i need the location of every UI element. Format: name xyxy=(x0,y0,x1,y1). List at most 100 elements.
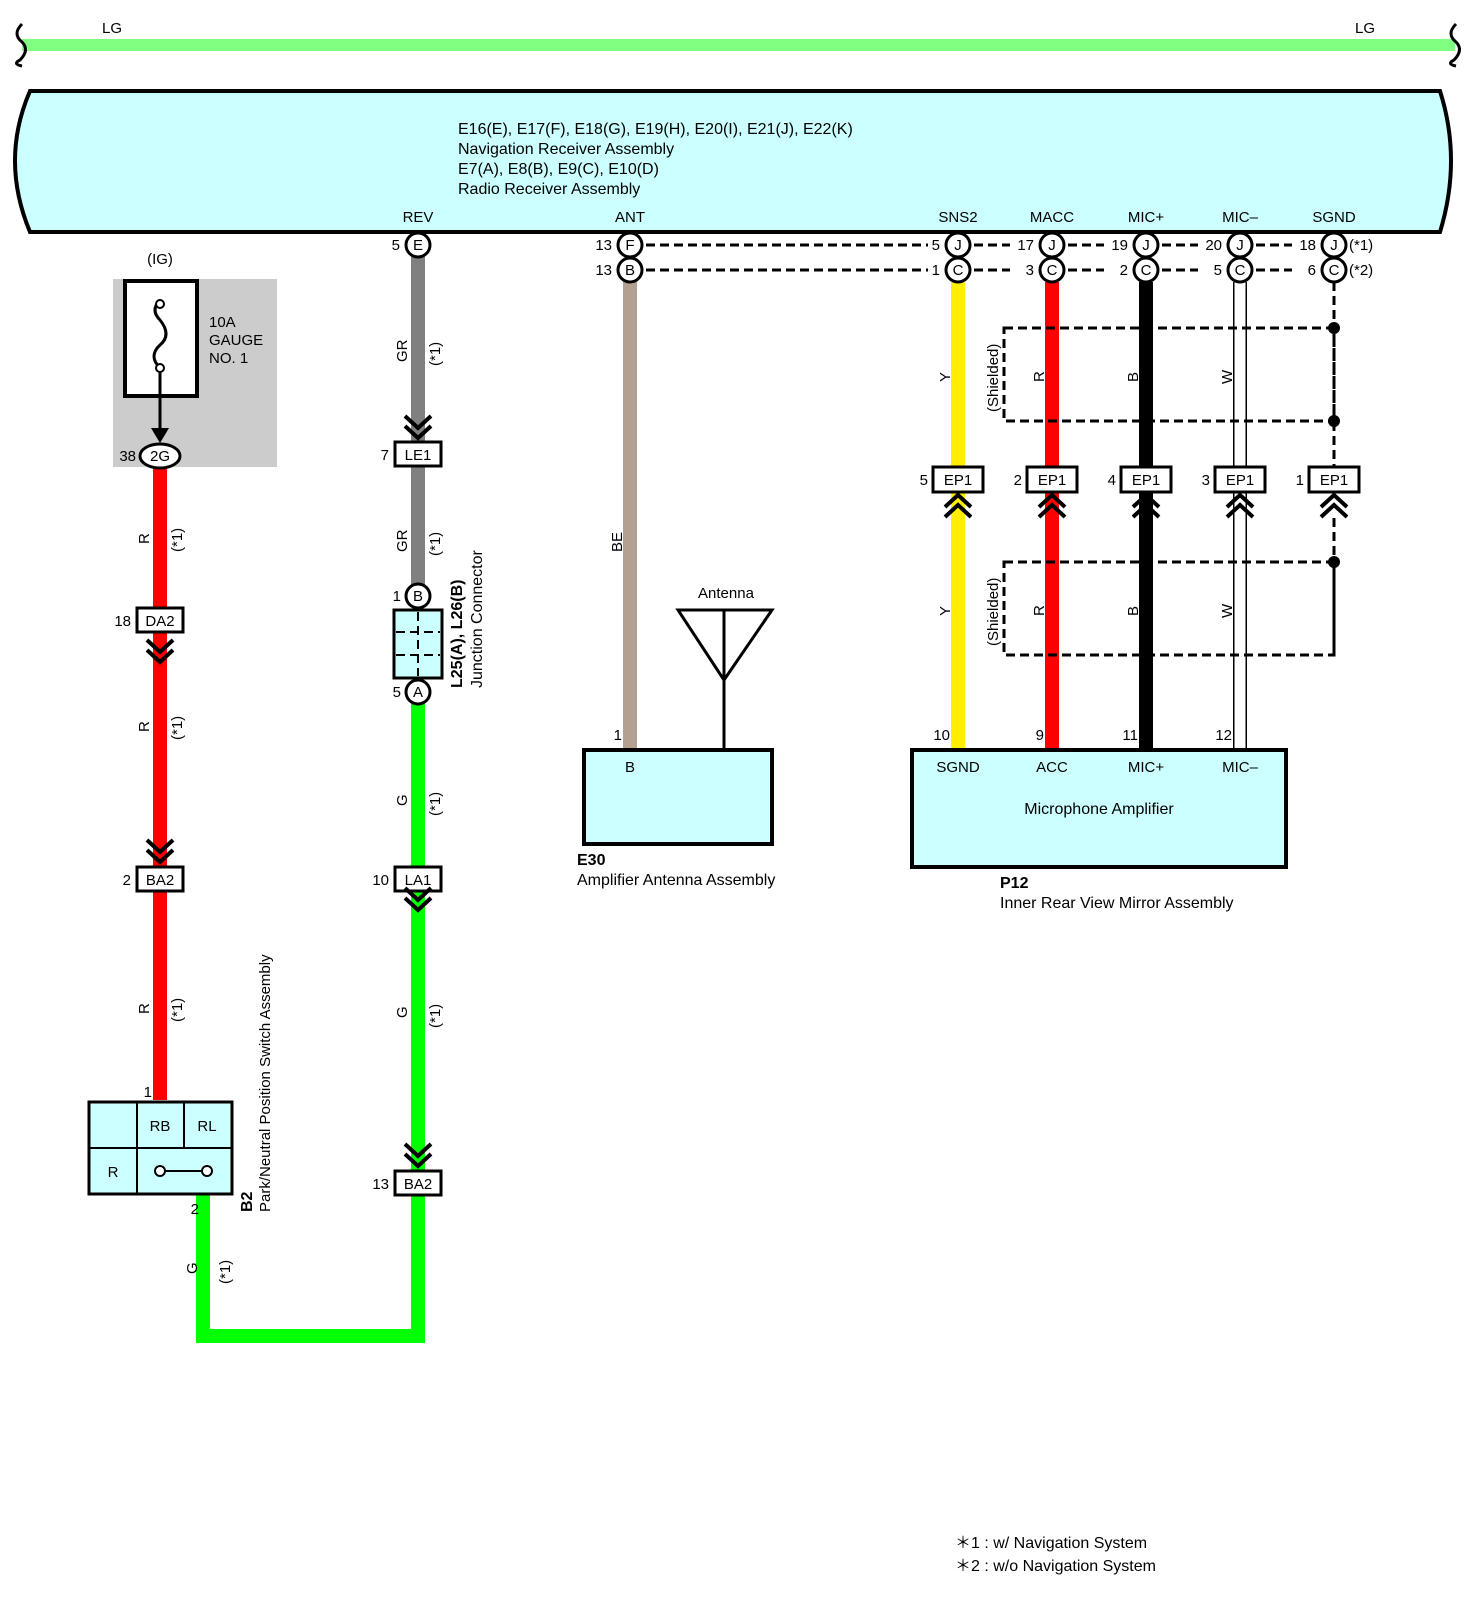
navigation-receiver-assembly: E16(E), E17(F), E18(G), E19(H), E20(I), … xyxy=(13,89,1453,234)
rev-column-connectors: LE1 7 LA1 10 BA2 13 xyxy=(372,414,443,1197)
terminal-mic-minus: MIC– xyxy=(1222,209,1258,226)
sgnd-conn-row1: J xyxy=(1330,237,1338,254)
shielded-boxes xyxy=(1002,322,1340,657)
wire-label-b-2: B xyxy=(1125,606,1142,616)
ba2-right-conn: BA2 xyxy=(404,1176,432,1193)
lg-right-label: LG xyxy=(1355,20,1375,37)
left-column-connectors: DA2 18 BA2 2 xyxy=(114,606,185,893)
main-unit-line-4: Radio Receiver Assembly xyxy=(458,181,640,198)
junction-bottom-pin: 5 xyxy=(393,684,401,701)
sgnd-pin-row1: 18 xyxy=(1299,237,1316,254)
wire-label-gr-1: GR xyxy=(394,339,411,362)
mic-amp-title: Microphone Amplifier xyxy=(1024,801,1174,818)
main-unit-line-3: E7(A), E8(B), E9(C), E10(D) xyxy=(458,161,659,178)
arrow-down-icon xyxy=(151,428,169,443)
macc-conn-row1: J xyxy=(1048,237,1056,254)
switch-rl: RL xyxy=(197,1118,216,1135)
wire-label-g-3: G xyxy=(184,1262,201,1274)
micm-conn-row1: J xyxy=(1236,237,1244,254)
ep1-connectors: EP1 5 EP1 2 EP1 4 EP1 3 EP1 1 xyxy=(920,465,1361,519)
la1-conn: LA1 xyxy=(405,872,432,889)
ep1-micm: EP1 xyxy=(1226,472,1254,489)
lg-left-label: LG xyxy=(102,20,122,37)
connector-row-2: B 13 C 1 C 3 C 2 C 5 C 6 (*2) xyxy=(595,256,1373,284)
terminal-macc: MACC xyxy=(1030,209,1074,226)
fuse-block: (IG) 10A GAUGE NO. 1 2G 38 xyxy=(113,251,277,470)
footnote-1: ＊1 : w/ Navigation System xyxy=(955,1535,1147,1552)
wire-label-r-4: R xyxy=(1031,371,1048,382)
wire-label-g-2: G xyxy=(394,1006,411,1018)
ep1-sgnd-pin: 1 xyxy=(1296,472,1304,489)
micp-conn-row1: J xyxy=(1142,237,1150,254)
wires xyxy=(153,255,1336,1343)
ep1-micp: EP1 xyxy=(1132,472,1160,489)
fuse-conn: 2G xyxy=(150,448,170,465)
junction-bottom-conn: A xyxy=(413,684,423,701)
le1-conn: LE1 xyxy=(405,447,432,464)
connector-row-links xyxy=(646,243,1292,272)
mic-amp-pin-micp: 11 xyxy=(1122,727,1138,744)
footnote-2: ＊2 : w/o Navigation System xyxy=(955,1558,1156,1575)
sns2-conn-row1: J xyxy=(954,237,962,254)
antenna-name: Amplifier Antenna Assembly xyxy=(577,872,775,889)
antenna-label: Antenna xyxy=(698,585,755,602)
row2-note: (*2) xyxy=(1349,262,1373,279)
mic-amp-pin-acc: 9 xyxy=(1036,727,1044,744)
ba2-right-pin: 13 xyxy=(372,1176,389,1193)
la1-pin: 10 xyxy=(372,872,389,889)
antenna-terminal: B xyxy=(625,759,635,776)
ba2-left-pin: 2 xyxy=(123,872,131,889)
wire-note-g-3: (*1) xyxy=(217,1260,234,1284)
wire-label-w-1: W xyxy=(1219,369,1236,384)
wire-note-r-3: (*1) xyxy=(169,998,186,1022)
ep1-micp-pin: 4 xyxy=(1108,472,1116,489)
ep1-sgnd: EP1 xyxy=(1320,472,1348,489)
mirror-name: Inner Rear View Mirror Assembly xyxy=(1000,895,1234,912)
ep1-sns2: EP1 xyxy=(944,472,972,489)
wire-note-r-1: (*1) xyxy=(169,528,186,552)
sns2-conn-row2: C xyxy=(953,262,964,279)
sgnd-pin-row2: 6 xyxy=(1308,262,1316,279)
junction-top-pin: 1 xyxy=(393,588,401,605)
ba2-left-conn: BA2 xyxy=(146,872,174,889)
switch-rb: RB xyxy=(150,1118,171,1135)
wire-label-y-2: Y xyxy=(937,606,954,616)
da2-conn: DA2 xyxy=(145,613,174,630)
wire-note-g-2: (*1) xyxy=(427,1004,444,1028)
wire-labels: R (*1) R (*1) R (*1) GR (*1) GR (*1) G (… xyxy=(136,339,1236,1284)
fuse-rating: 10A xyxy=(209,314,236,331)
terminal-sgnd: SGND xyxy=(1312,209,1356,226)
micm-pin-row1: 20 xyxy=(1205,237,1222,254)
wire-label-r-2: R xyxy=(136,721,153,732)
footnotes: ＊1 : w/ Navigation System ＊2 : w/o Navig… xyxy=(955,1535,1156,1575)
ant-pin-row1: 13 xyxy=(595,237,612,254)
wire-note-gr-1: (*1) xyxy=(427,342,444,366)
junction-name: Junction Connector xyxy=(469,549,486,688)
mic-amp-terminal-micp: MIC+ xyxy=(1128,759,1164,776)
wire-note-gr-2: (*1) xyxy=(427,532,444,556)
mic-amp-pin-sgnd: 10 xyxy=(933,727,950,744)
le1-pin: 7 xyxy=(381,447,389,464)
rev-conn: E xyxy=(413,237,423,254)
antenna-icon xyxy=(675,608,775,683)
rev-pin: 5 xyxy=(392,237,400,254)
ep1-sns2-pin: 5 xyxy=(920,472,928,489)
fuse-supply-label: (IG) xyxy=(147,251,173,268)
row1-note: (*1) xyxy=(1349,237,1373,254)
sgnd-conn-row2: C xyxy=(1329,262,1340,279)
mic-amp-terminal-sgnd: SGND xyxy=(936,759,980,776)
shielded-label-2: (Shielded) xyxy=(985,578,1002,646)
macc-pin-row2: 3 xyxy=(1026,262,1034,279)
connector-row-1: E 5 F 13 J 5 J 17 J 19 J 20 J 18 (*1) xyxy=(392,231,1373,259)
junction-top-conn: B xyxy=(413,588,423,605)
main-unit-line-2: Navigation Receiver Assembly xyxy=(458,141,674,158)
macc-pin-row1: 17 xyxy=(1017,237,1034,254)
microphone-amplifier: SGND ACC MIC+ MIC– 10 9 11 12 Microphone… xyxy=(910,727,1288,912)
wire-label-r-1: R xyxy=(136,533,153,544)
wire-label-r-5: R xyxy=(1031,605,1048,616)
ant-pin-row2: 13 xyxy=(595,262,612,279)
wire-label-gr-2: GR xyxy=(394,529,411,552)
mic-amp-terminal-acc: ACC xyxy=(1036,759,1068,776)
sns2-pin-row2: 1 xyxy=(932,262,940,279)
